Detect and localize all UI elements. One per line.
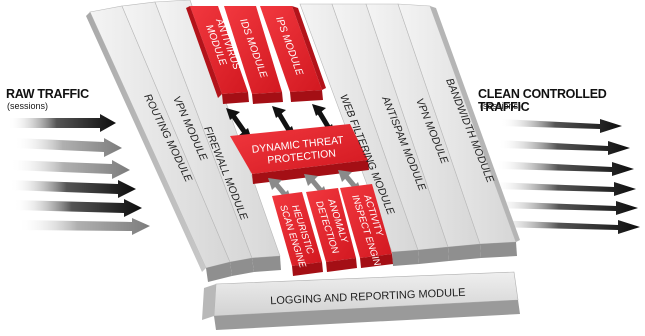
raw-traffic-subtitle: (sessions) — [7, 101, 49, 111]
input-arrow — [14, 138, 122, 157]
activity-inspect-engine-block — [340, 184, 393, 268]
input-arrow — [10, 180, 136, 198]
output-arrow — [494, 201, 638, 215]
output-arrow — [492, 220, 640, 234]
output-arrow — [496, 161, 634, 176]
routing-module-slab — [86, 5, 232, 282]
ids-module-block — [224, 6, 283, 104]
input-arrow — [8, 114, 116, 132]
output-arrow — [494, 182, 636, 196]
output-arrow — [500, 119, 622, 133]
red-bottom-modules — [272, 184, 393, 276]
logging-reporting-slab — [202, 271, 520, 330]
clean-traffic-arrows — [492, 119, 640, 234]
bandwidth-module-slab — [397, 3, 520, 258]
output-arrow — [498, 140, 630, 155]
heuristic-scan-engine-block — [272, 192, 323, 276]
clean-traffic-subtitle: (sessions) — [480, 101, 522, 111]
raw-traffic-arrows — [8, 114, 150, 235]
gray-module-slabs — [86, 0, 520, 282]
input-arrow — [14, 199, 142, 217]
input-arrow — [18, 218, 150, 235]
input-arrow — [10, 160, 130, 179]
firewall-module-slab — [154, 0, 281, 272]
dynamic-threat-protection-block — [230, 124, 369, 184]
ips-module-block — [260, 6, 326, 102]
clean-traffic-title: CLEAN CONTROLLED TRAFFIC — [478, 87, 607, 114]
red-top-modules — [186, 6, 326, 104]
anomaly-detection-block — [306, 188, 357, 272]
antispam-module-slab — [331, 3, 449, 264]
antivirus-module-block — [186, 6, 249, 104]
raw-traffic-title: RAW TRAFFIC — [6, 87, 89, 101]
